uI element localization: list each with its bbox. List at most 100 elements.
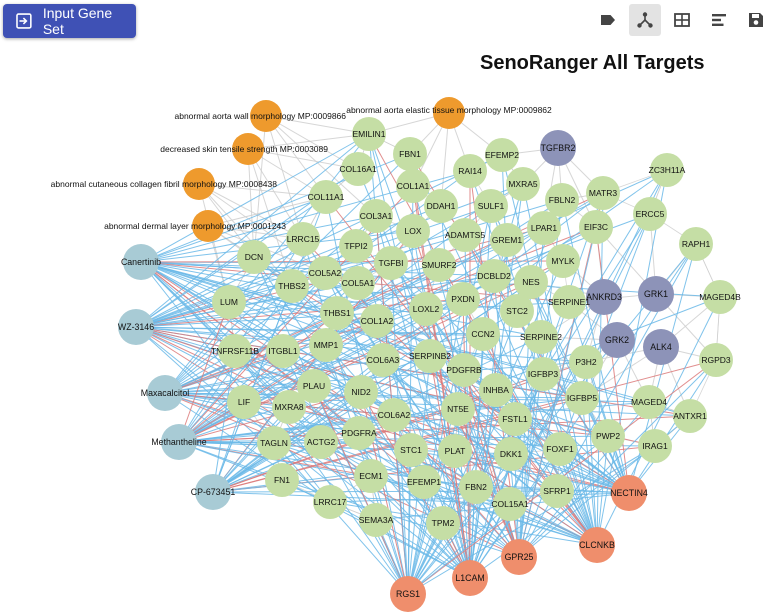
node-circle[interactable] [297, 369, 331, 403]
node-gene[interactable]: INHBA [479, 373, 513, 407]
node-circle[interactable] [540, 130, 576, 166]
node-circle[interactable] [459, 470, 493, 504]
node-gene[interactable]: TGFBI [374, 246, 408, 280]
node-circle[interactable] [123, 244, 159, 280]
node-circle[interactable] [313, 485, 347, 519]
node-circle[interactable] [527, 211, 561, 245]
node-circle[interactable] [638, 429, 672, 463]
node-gene[interactable]: COL11A1 [308, 180, 345, 214]
node-circle[interactable] [396, 214, 430, 248]
node-circle[interactable] [485, 138, 519, 172]
node-circle[interactable] [265, 463, 299, 497]
node-circle[interactable] [360, 304, 394, 338]
node-circle[interactable] [266, 334, 300, 368]
node-gene[interactable]: SERPINE2 [520, 320, 562, 354]
node-gene[interactable]: COL1A2 [360, 304, 394, 338]
node-circle[interactable] [422, 248, 456, 282]
node-gene[interactable]: ERCC5 [633, 197, 667, 231]
node-circle[interactable] [339, 229, 373, 263]
node-gene[interactable]: LRRC17 [313, 485, 347, 519]
node-circle[interactable] [212, 285, 246, 319]
node-gene[interactable]: DCBLD2 [477, 259, 511, 293]
node-circle[interactable] [441, 392, 475, 426]
node-gene[interactable]: FBLN2 [545, 183, 579, 217]
node-gene[interactable]: COL3A1 [359, 199, 393, 233]
node-gene[interactable]: THBS2 [275, 269, 309, 303]
node-circle[interactable] [250, 100, 282, 132]
node-circle[interactable] [448, 218, 482, 252]
node-circle[interactable] [446, 282, 480, 316]
node-circle[interactable] [679, 227, 713, 261]
node-gene[interactable]: COL5A1 [341, 266, 375, 300]
node-circle[interactable] [474, 189, 508, 223]
node-circle[interactable] [633, 197, 667, 231]
node-circle[interactable] [342, 416, 376, 450]
node-gene[interactable]: SERPINE1 [548, 285, 590, 319]
node-circle[interactable] [396, 169, 430, 203]
node-circle[interactable] [699, 343, 733, 377]
node-circle[interactable] [540, 474, 574, 508]
node-gene[interactable]: FN1 [265, 463, 299, 497]
node-circle[interactable] [218, 334, 252, 368]
node-circle[interactable] [407, 465, 441, 499]
node-circle[interactable] [118, 309, 154, 345]
node-gene[interactable]: LIF [227, 385, 261, 419]
node-gene[interactable]: TFPI2 [339, 229, 373, 263]
node-circle[interactable] [304, 425, 338, 459]
node-gene[interactable]: PLAU [297, 369, 331, 403]
node-gene[interactable]: PWP2 [591, 419, 625, 453]
node-circle[interactable] [341, 266, 375, 300]
node-gene[interactable]: RAI14 [453, 154, 487, 188]
node-gene[interactable]: COL1A1 [396, 169, 430, 203]
node-circle[interactable] [500, 294, 534, 328]
node-circle[interactable] [438, 434, 472, 468]
node-phenotype[interactable]: abnormal aorta elastic tissue morphology… [346, 97, 552, 129]
node-gene[interactable]: EMILIN1 [352, 117, 386, 151]
node-circle[interactable] [377, 398, 411, 432]
node-phenotype[interactable]: abnormal cutaneous collagen fibril morph… [51, 168, 278, 200]
node-gene[interactable]: FBN1 [393, 137, 427, 171]
table-view-button[interactable] [666, 4, 698, 36]
node-circle[interactable] [413, 339, 447, 373]
network-view-button[interactable] [629, 4, 661, 36]
node-circle[interactable] [237, 240, 271, 274]
node-circle[interactable] [586, 279, 622, 315]
node-circle[interactable] [650, 153, 684, 187]
node-gene[interactable]: TAGLN [257, 426, 291, 460]
node-gene[interactable]: ADAMTS5 [445, 218, 485, 252]
node-circle[interactable] [433, 97, 465, 129]
node-gene[interactable]: MXRA8 [272, 390, 306, 424]
node-circle[interactable] [599, 322, 635, 358]
node-circle[interactable] [393, 137, 427, 171]
node-circle[interactable] [374, 246, 408, 280]
node-gene[interactable]: RGPD3 [699, 343, 733, 377]
node-gene[interactable]: LOX [396, 214, 430, 248]
node-circle[interactable] [643, 329, 679, 365]
node-circle[interactable] [579, 210, 613, 244]
node-gene[interactable]: SEMA3A [359, 503, 394, 537]
node-gene[interactable]: NT5E [441, 392, 475, 426]
node-circle[interactable] [308, 256, 342, 290]
node-target[interactable]: NECTIN4 [610, 475, 648, 511]
node-gene[interactable]: SMURF2 [422, 248, 457, 282]
node-gene[interactable]: CCN2 [466, 317, 500, 351]
node-circle[interactable] [426, 506, 460, 540]
node-gene[interactable]: EFEMP1 [407, 465, 441, 499]
node-circle[interactable] [552, 285, 586, 319]
node-circle[interactable] [424, 189, 458, 223]
node-circle[interactable] [309, 180, 343, 214]
node-gene[interactable]: MATR3 [586, 176, 620, 210]
node-circle[interactable] [703, 280, 737, 314]
node-gene[interactable]: DKK1 [494, 437, 528, 471]
node-gene[interactable]: PLAT [438, 434, 472, 468]
node-circle[interactable] [394, 433, 428, 467]
node-gene[interactable]: STC2 [500, 294, 534, 328]
node-circle[interactable] [569, 345, 603, 379]
node-gene[interactable]: ACTG2 [304, 425, 338, 459]
node-circle[interactable] [565, 381, 599, 415]
node-gene[interactable]: RAPH1 [679, 227, 713, 261]
node-circle[interactable] [275, 269, 309, 303]
node-target[interactable]: RGS1 [390, 576, 426, 612]
node-gene[interactable]: COL6A2 [377, 398, 411, 432]
node-circle[interactable] [147, 375, 183, 411]
